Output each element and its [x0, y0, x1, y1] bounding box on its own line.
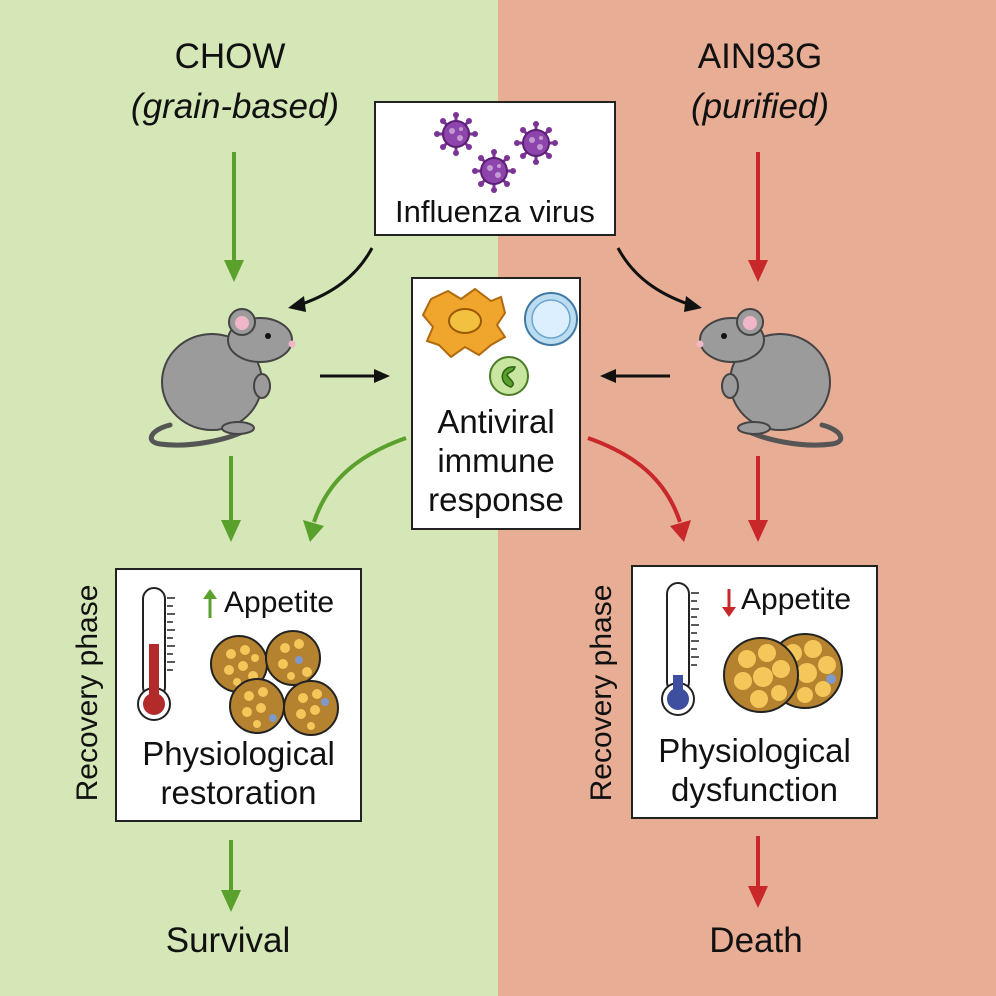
left-mouse-to-immune-arrow: [320, 369, 390, 383]
right-mouse-to-immune-arrow: [600, 369, 670, 383]
right-diet-name: AIN93G: [697, 37, 823, 76]
right-outcome-line2: dysfunction: [671, 771, 838, 808]
right-outcome-line1: Physiological: [658, 732, 851, 769]
left-arrow-diet-to-mouse: [224, 152, 244, 282]
macrophage-icon: [421, 287, 507, 359]
left-final-outcome: Survival: [165, 921, 291, 960]
left-outcome-line1: Physiological: [142, 735, 335, 772]
right-diet-type: (purified): [690, 87, 830, 126]
thermometer-icon: [137, 587, 175, 721]
adipocyte-icon: [210, 630, 339, 736]
left-arrow-mouse-to-box: [221, 456, 241, 542]
influenza-virus-box: Influenza virus: [374, 101, 616, 236]
immune-cells-icons: [421, 287, 578, 396]
virus-icon: [434, 112, 558, 193]
left-appetite-label: Appetite: [224, 586, 335, 619]
right-arrow-box-to-death: [748, 836, 768, 908]
right-arrow-immune-to-box: [587, 436, 691, 542]
immune-label-line1: Antiviral: [437, 403, 555, 440]
virus-to-left-mouse-arrow: [288, 247, 374, 312]
thermometer-icon: [661, 582, 699, 716]
mouse-icon: [696, 308, 844, 448]
virus-to-right-mouse-arrow: [616, 247, 702, 312]
right-arrow-mouse-to-box: [748, 456, 768, 542]
left-outcome-line2: restoration: [160, 774, 317, 811]
immune-label-line2: immune: [437, 442, 555, 479]
arrow-up-icon: [203, 589, 217, 618]
left-diet-type: (grain-based): [130, 87, 340, 126]
right-recovery-box: Appetite Physiological dysfunction: [631, 565, 878, 819]
virus-label: Influenza virus: [395, 194, 595, 229]
left-diet-name: CHOW: [174, 37, 286, 76]
immune-label-line3: response: [428, 481, 564, 518]
right-arrow-diet-to-mouse: [748, 152, 768, 282]
left-arrow-immune-to-box: [303, 436, 407, 542]
left-arrow-box-to-survival: [221, 840, 241, 912]
mouse-icon: [148, 308, 296, 448]
neutrophil-icon: [489, 356, 529, 396]
arrow-down-icon: [722, 589, 736, 617]
immune-response-box: Antiviral immune response: [411, 277, 581, 530]
right-appetite-label: Appetite: [741, 583, 852, 616]
adipocyte-icon: [723, 633, 843, 713]
right-final-outcome: Death: [709, 921, 803, 960]
left-recovery-box: Appetite Physiological restoration: [115, 568, 362, 822]
lymphocyte-icon: [524, 292, 578, 346]
